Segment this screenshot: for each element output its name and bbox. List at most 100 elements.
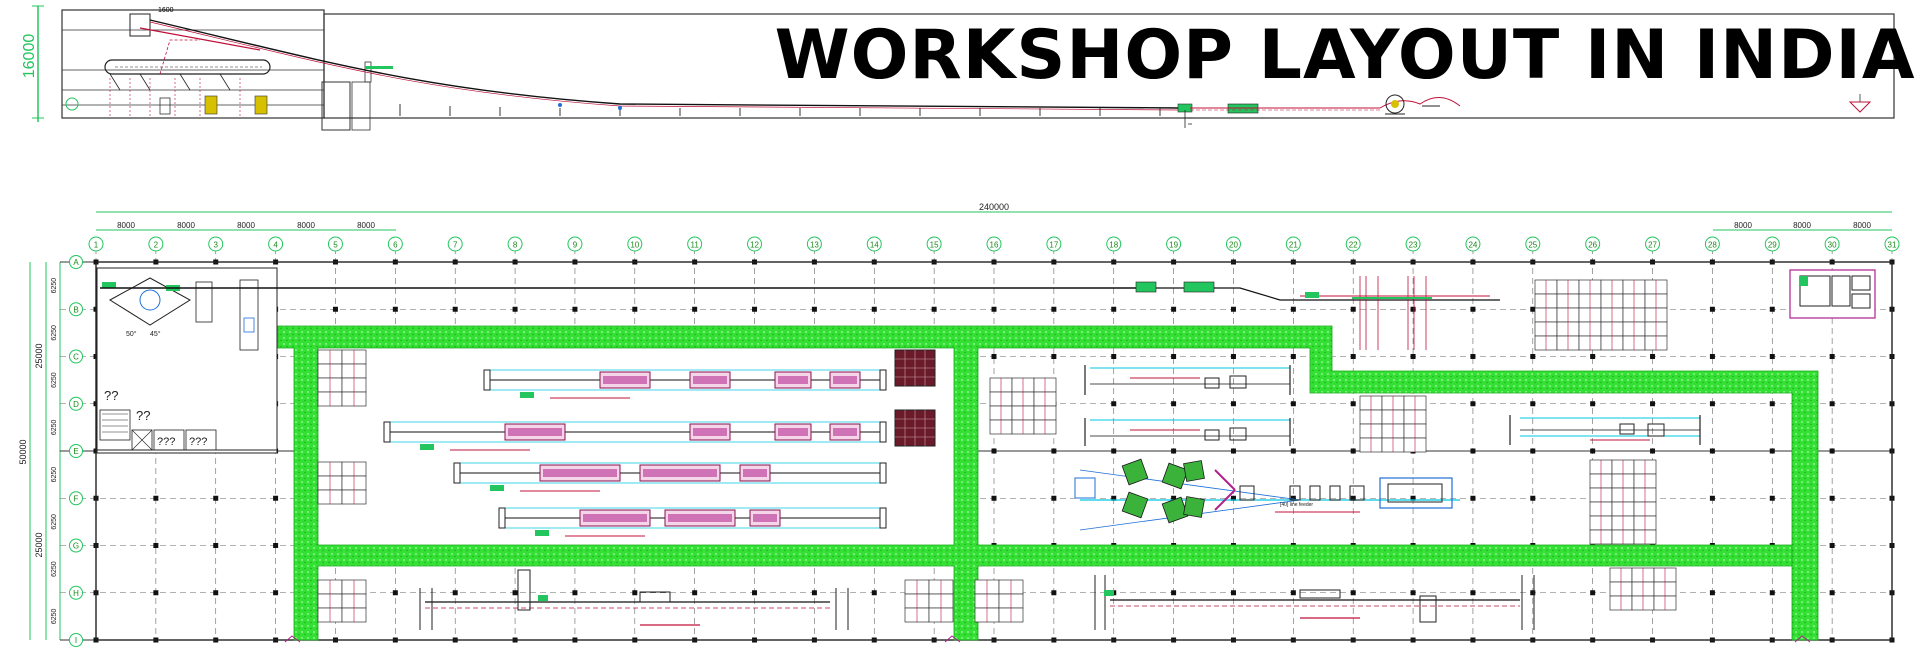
column-marker-label: 2 bbox=[154, 241, 159, 250]
column-post bbox=[512, 590, 518, 596]
elevation-main-hall-outline bbox=[323, 13, 1895, 119]
column-post bbox=[1350, 306, 1356, 312]
row-span-label: 6250 bbox=[51, 419, 58, 435]
rack-block bbox=[974, 579, 1024, 623]
conveyor-belt bbox=[104, 59, 271, 75]
column-post bbox=[1530, 495, 1536, 501]
column-post bbox=[1230, 590, 1236, 596]
column-post bbox=[1410, 306, 1416, 312]
elevation-conveyor-line bbox=[149, 19, 1181, 109]
column-marker-circle bbox=[1645, 236, 1661, 252]
column-post bbox=[452, 306, 458, 312]
column-post bbox=[1769, 495, 1775, 501]
tower-unit bbox=[321, 81, 351, 131]
bay-span-label: 8000 bbox=[357, 221, 375, 230]
row-marker-circle bbox=[69, 255, 83, 269]
row-span-label: 6250 bbox=[51, 561, 58, 577]
column-post bbox=[1530, 448, 1536, 454]
mixing-station: [40] line feeder bbox=[1074, 458, 1460, 531]
column-post bbox=[1590, 354, 1596, 359]
column-post bbox=[153, 495, 159, 501]
production-line bbox=[453, 462, 887, 492]
column-marker-circle bbox=[268, 236, 284, 252]
column-post bbox=[1350, 401, 1356, 407]
column-marker-label: 13 bbox=[810, 241, 819, 250]
column-post bbox=[1410, 354, 1416, 359]
column-post bbox=[1590, 448, 1596, 454]
top-machine bbox=[129, 13, 151, 37]
column-post bbox=[692, 590, 698, 596]
right-hall-line bbox=[1509, 415, 1701, 445]
column-post bbox=[273, 495, 279, 501]
column-post bbox=[1709, 448, 1715, 454]
column-marker-circle bbox=[806, 236, 822, 252]
column-marker-circle bbox=[1166, 236, 1182, 252]
production-line bbox=[483, 369, 887, 399]
rack-block bbox=[989, 377, 1057, 435]
row-span-label: 6250 bbox=[51, 467, 58, 483]
bay-span-label: 8000 bbox=[117, 221, 135, 230]
column-post bbox=[1769, 401, 1775, 407]
line-label: [40] line feeder bbox=[1280, 502, 1313, 508]
column-post bbox=[1470, 354, 1476, 359]
total-width-label: 50000 bbox=[18, 439, 28, 464]
column-post bbox=[632, 306, 638, 312]
column-marker-label: 6 bbox=[393, 241, 398, 250]
row-marker-circle bbox=[69, 444, 83, 458]
row-marker-circle bbox=[69, 302, 83, 317]
rack-block bbox=[317, 349, 367, 407]
bay-span-label: 8000 bbox=[177, 221, 195, 230]
column-post bbox=[752, 590, 758, 596]
column-marker-label: 20 bbox=[1229, 241, 1238, 250]
column-marker-label: 3 bbox=[214, 241, 219, 250]
column-post bbox=[153, 543, 159, 548]
row-span-label: 6250 bbox=[51, 372, 58, 388]
column-post bbox=[452, 590, 458, 596]
row-marker-circle bbox=[69, 396, 83, 411]
column-marker-circle bbox=[507, 236, 523, 252]
column-post bbox=[871, 590, 877, 596]
column-post bbox=[991, 306, 997, 312]
column-post bbox=[1051, 354, 1057, 359]
column-post bbox=[1350, 354, 1356, 359]
column-post bbox=[1470, 401, 1476, 407]
column-marker-label: 10 bbox=[630, 241, 639, 250]
column-post bbox=[153, 590, 159, 596]
column-marker-label: 24 bbox=[1468, 241, 1477, 250]
column-post bbox=[752, 306, 758, 312]
column-marker-circle bbox=[1225, 236, 1241, 252]
column-marker-label: 12 bbox=[750, 241, 759, 250]
column-marker-label: 7 bbox=[453, 241, 458, 250]
column-post bbox=[1290, 495, 1296, 501]
column-marker-label: 16 bbox=[990, 241, 999, 250]
column-post bbox=[1709, 401, 1715, 407]
column-marker-circle bbox=[866, 236, 882, 252]
page-title: WORKSHOP LAYOUT IN INDIA bbox=[774, 15, 1916, 95]
elevation-small-label: 1600 bbox=[158, 7, 174, 14]
row-marker-circle bbox=[69, 585, 83, 600]
column-marker-circle bbox=[447, 236, 463, 252]
column-post bbox=[1590, 590, 1596, 596]
column-marker-label: 27 bbox=[1648, 241, 1657, 250]
column-post bbox=[1829, 495, 1835, 501]
bottom-lines bbox=[419, 569, 1535, 630]
column-post bbox=[1350, 590, 1356, 596]
rack-block bbox=[1359, 395, 1427, 453]
column-post bbox=[1230, 306, 1236, 312]
row-span-label: 6250 bbox=[51, 608, 58, 624]
column-post bbox=[392, 306, 398, 312]
column-marker-label: 17 bbox=[1049, 241, 1058, 250]
robot-cell bbox=[109, 277, 191, 326]
column-post bbox=[1230, 495, 1236, 501]
side-span-label: 25000 bbox=[34, 532, 44, 557]
rack-block bbox=[1534, 279, 1668, 351]
column-post bbox=[572, 306, 578, 312]
line-machine-core bbox=[508, 428, 562, 436]
column-marker-circle bbox=[1465, 236, 1481, 252]
column-marker-label: 15 bbox=[930, 241, 939, 250]
line-machine-core bbox=[778, 376, 808, 384]
column-post bbox=[1171, 495, 1177, 501]
line-marker bbox=[490, 485, 504, 491]
